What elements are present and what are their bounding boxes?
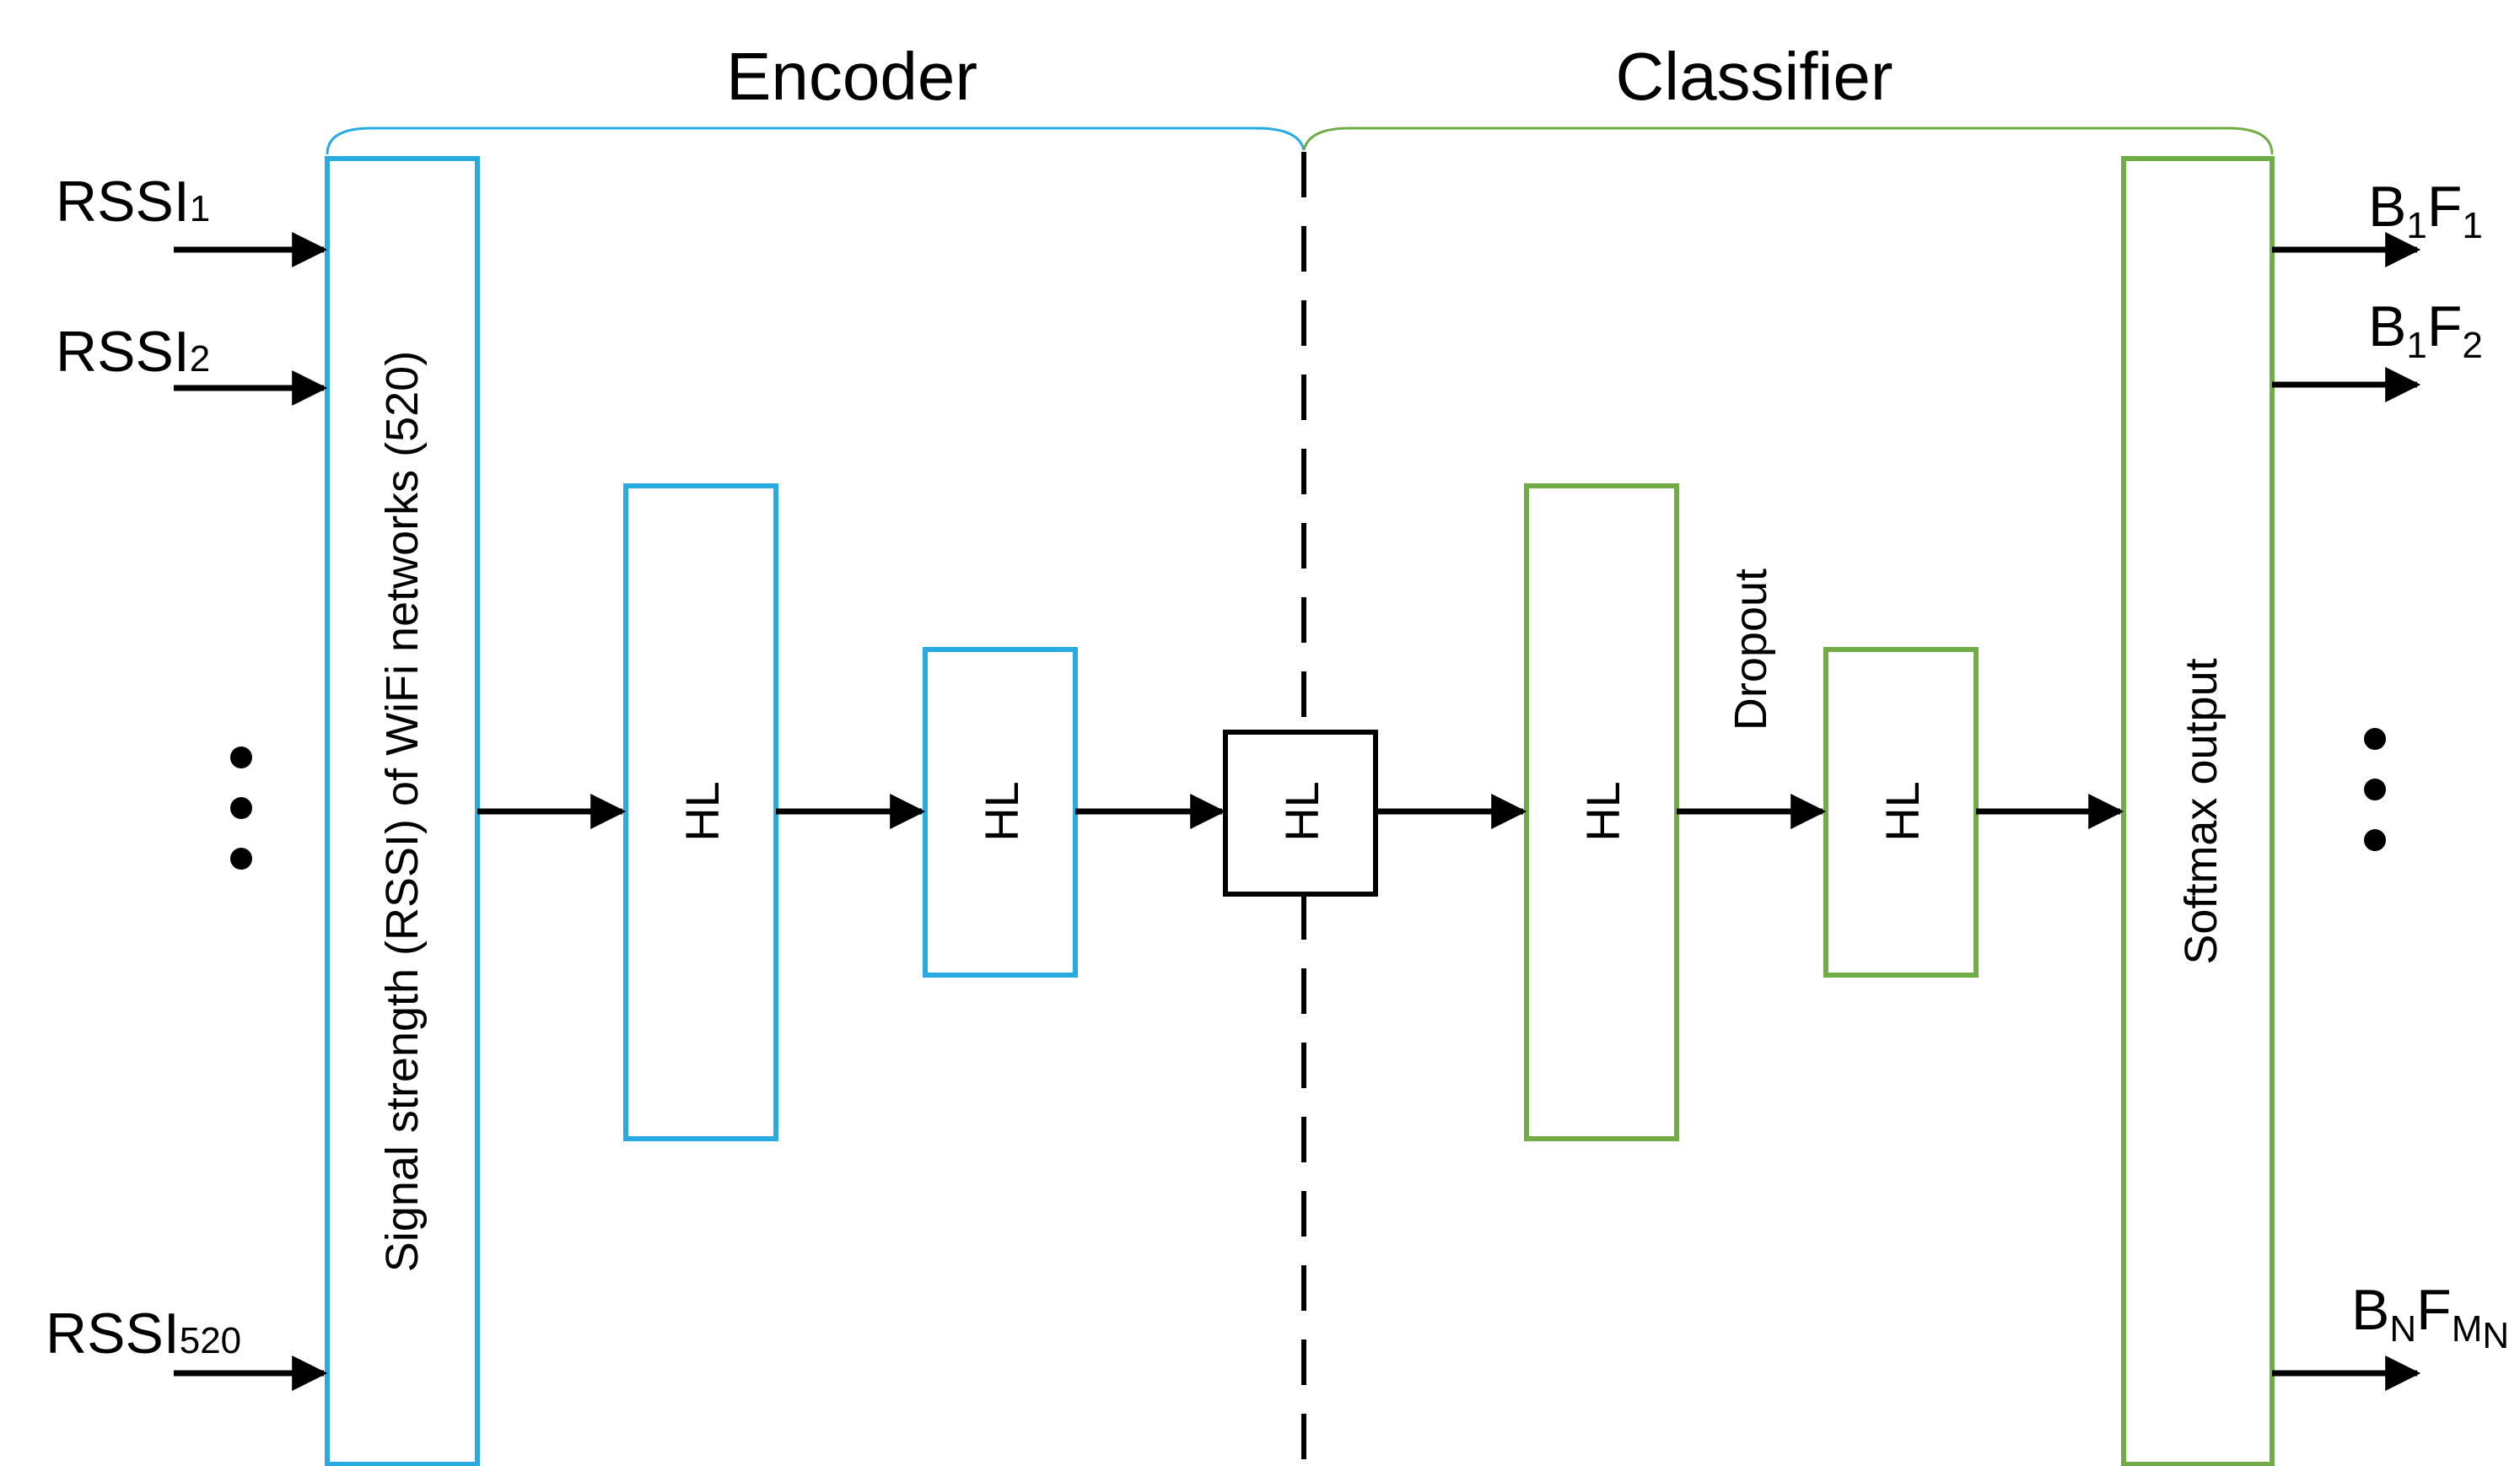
classifier-brace [1302,127,2274,155]
encoder-title: Encoder [726,39,977,114]
output-label-2: B1F2 [2368,294,2483,366]
classifier-hidden-layer-1-label: HL [1576,781,1629,842]
bottleneck-layer-label: HL [1275,781,1328,842]
output-layer-label: Softmax output [2176,658,2227,964]
input-label-520-sub: 520 [180,1320,241,1361]
input-layer-label: Signal strength (RSSI) of WiFi networks … [377,351,428,1272]
classifier-title: Classifier [1616,39,1893,114]
input-layer-box [325,156,480,1466]
input-label-2-sub: 2 [190,338,210,380]
output-label-n-f: F [2416,1278,2452,1342]
input-label-1-base: RSSI [56,170,190,234]
output-label-1-b: B [2368,175,2406,239]
output-layer-box [2121,156,2275,1466]
input-label-520-base: RSSI [46,1302,180,1366]
output-label-2-fsub: 2 [2462,325,2482,366]
output-label-n-b: B [2351,1278,2389,1342]
output-label-n-fsubsub: N [2482,1315,2509,1356]
input-label-2-base: RSSI [56,320,190,384]
input-label-520: RSSI520 [46,1302,241,1366]
output-label-1: B1F1 [2368,175,2483,246]
output-label-2-bsub: 1 [2406,325,2426,366]
output-label-n-bsub: N [2389,1308,2416,1350]
encoder-hidden-layer-2 [923,647,1078,978]
output-label-n-fsub: M [2452,1308,2483,1350]
output-label-2-b: B [2368,294,2406,358]
ellipsis-left-icon [230,746,252,870]
output-label-1-fsub: 1 [2462,205,2482,246]
encoder-hidden-layer-1 [623,483,778,1141]
encoder-brace [326,127,1306,155]
classifier-hidden-layer-1 [1524,483,1679,1141]
output-label-n: BNFMN [2351,1278,2509,1356]
input-label-1-sub: 1 [190,188,210,229]
encoder-hidden-layer-2-label: HL [975,781,1028,842]
output-label-2-f: F [2427,294,2463,358]
classifier-hidden-layer-2-label: HL [1876,781,1929,842]
ellipsis-right-icon [2364,728,2386,851]
dropout-label: Dropout [1726,569,1776,730]
input-label-2: RSSI2 [56,320,210,384]
encoder-hidden-layer-1-label: HL [676,781,729,842]
input-label-1: RSSI1 [56,170,210,234]
output-label-1-f: F [2427,175,2463,239]
output-label-1-bsub: 1 [2406,205,2426,246]
